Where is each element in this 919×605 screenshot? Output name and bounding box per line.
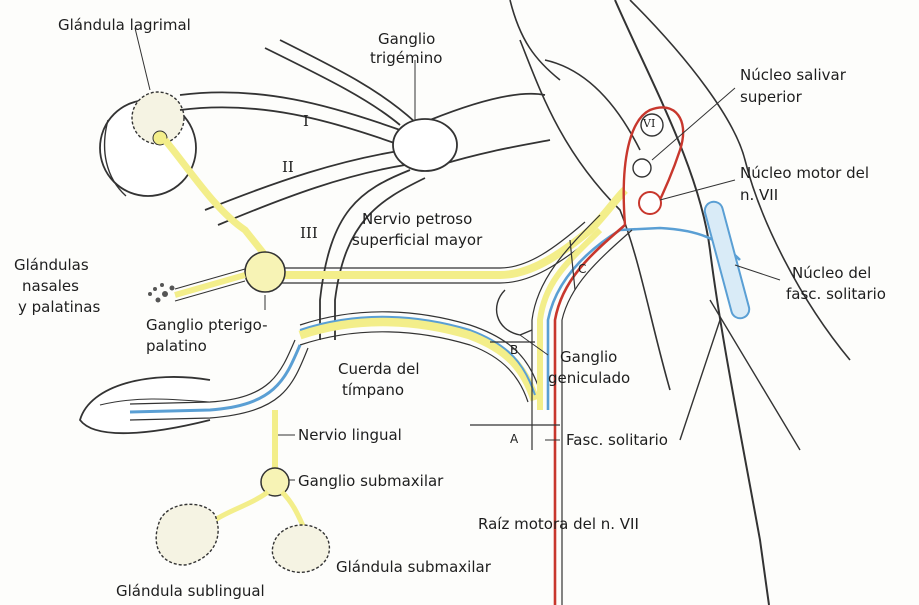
label-glandula-lagrimal: Glándula lagrimal (58, 16, 191, 35)
label-nervio-petroso-1: Nervio petroso (362, 210, 472, 229)
facial-motor-nucleus (639, 192, 661, 214)
label-raiz-motora: Raíz motora del n. VII (478, 515, 639, 534)
pterygopalatine-ganglion (245, 252, 285, 292)
label-cuerda-timpano-1: Cuerda del (338, 360, 420, 379)
label-glandulas-nasales-3: y palatinas (18, 298, 100, 317)
sublingual-branch (215, 492, 268, 520)
mandibular-branch (320, 170, 410, 340)
geniculate-bump (497, 290, 532, 335)
submaxillary-branch (282, 492, 305, 530)
label-glandula-sublingual: Glándula sublingual (116, 582, 265, 601)
brainstem-curve (510, 0, 560, 80)
label-glandulas-nasales-1: Glándulas (14, 256, 89, 275)
label-nucleo-motor-1: Núcleo motor del (740, 164, 869, 183)
ophthalmic-branch (180, 92, 400, 130)
cross-line-1 (710, 300, 800, 450)
label-ganglio-trigemino-1: Ganglio (378, 30, 435, 49)
nasal-glands-cluster (148, 283, 175, 303)
leader-geniculado (520, 335, 548, 355)
maxillary-branch (205, 150, 405, 210)
label-glandula-submaxilar: Glándula submaxilar (336, 558, 491, 577)
label-ganglio-pterigo-2: palatino (146, 337, 207, 356)
label-nervio-petroso-2: superficial mayor (352, 231, 482, 250)
label-ganglio-trigemino-2: trigémino (370, 49, 442, 68)
label-glandulas-nasales-2: nasales (22, 277, 79, 296)
cross-line-2 (680, 320, 720, 440)
marker-A: A (510, 432, 518, 446)
label-cuerda-timpano-2: tímpano (342, 381, 404, 400)
roman-II: II (282, 158, 294, 176)
label-nucleo-salivar-2: superior (740, 88, 802, 107)
tongue (80, 377, 210, 433)
label-nucleo-fasc-1: Núcleo del (792, 264, 871, 283)
label-ganglio-pterigo-1: Ganglio pterigo- (146, 316, 267, 335)
pons-outline (545, 60, 640, 150)
sublingual-gland (156, 504, 218, 565)
label-ganglio-geniculado-2: geniculado (548, 369, 630, 388)
facial-nerve-outline-right (562, 230, 632, 605)
nasal-branch (175, 275, 245, 295)
trigeminal-root (430, 94, 545, 120)
roman-VI: VI (643, 117, 655, 130)
label-nucleo-motor-2: n. VII (740, 186, 778, 205)
submaxillary-gland (272, 525, 329, 572)
superior-salivatory-nucleus (633, 159, 651, 177)
label-ganglio-geniculado-1: Ganglio (560, 348, 617, 367)
leader-lagrimal (135, 28, 150, 90)
label-ganglio-submaxilar: Ganglio submaxilar (298, 472, 443, 491)
label-nervio-lingual: Nervio lingual (298, 426, 402, 445)
solitary-nucleus (703, 200, 751, 321)
ophthalmic-branch-lower (180, 107, 400, 145)
label-fasc-solitario: Fasc. solitario (566, 431, 668, 450)
trigeminal-ganglion (393, 119, 457, 171)
marker-B: B (510, 343, 518, 357)
roman-III: III (300, 224, 318, 242)
label-nucleo-fasc-2: fasc. solitario (786, 285, 886, 304)
roman-I: I (303, 112, 309, 130)
marker-C: C (578, 262, 586, 276)
leader-salivar (652, 88, 735, 160)
facial-nerve-motor (555, 225, 625, 605)
lacrimal-pathway (165, 140, 265, 255)
label-nucleo-salivar-1: Núcleo salivar (740, 66, 846, 85)
